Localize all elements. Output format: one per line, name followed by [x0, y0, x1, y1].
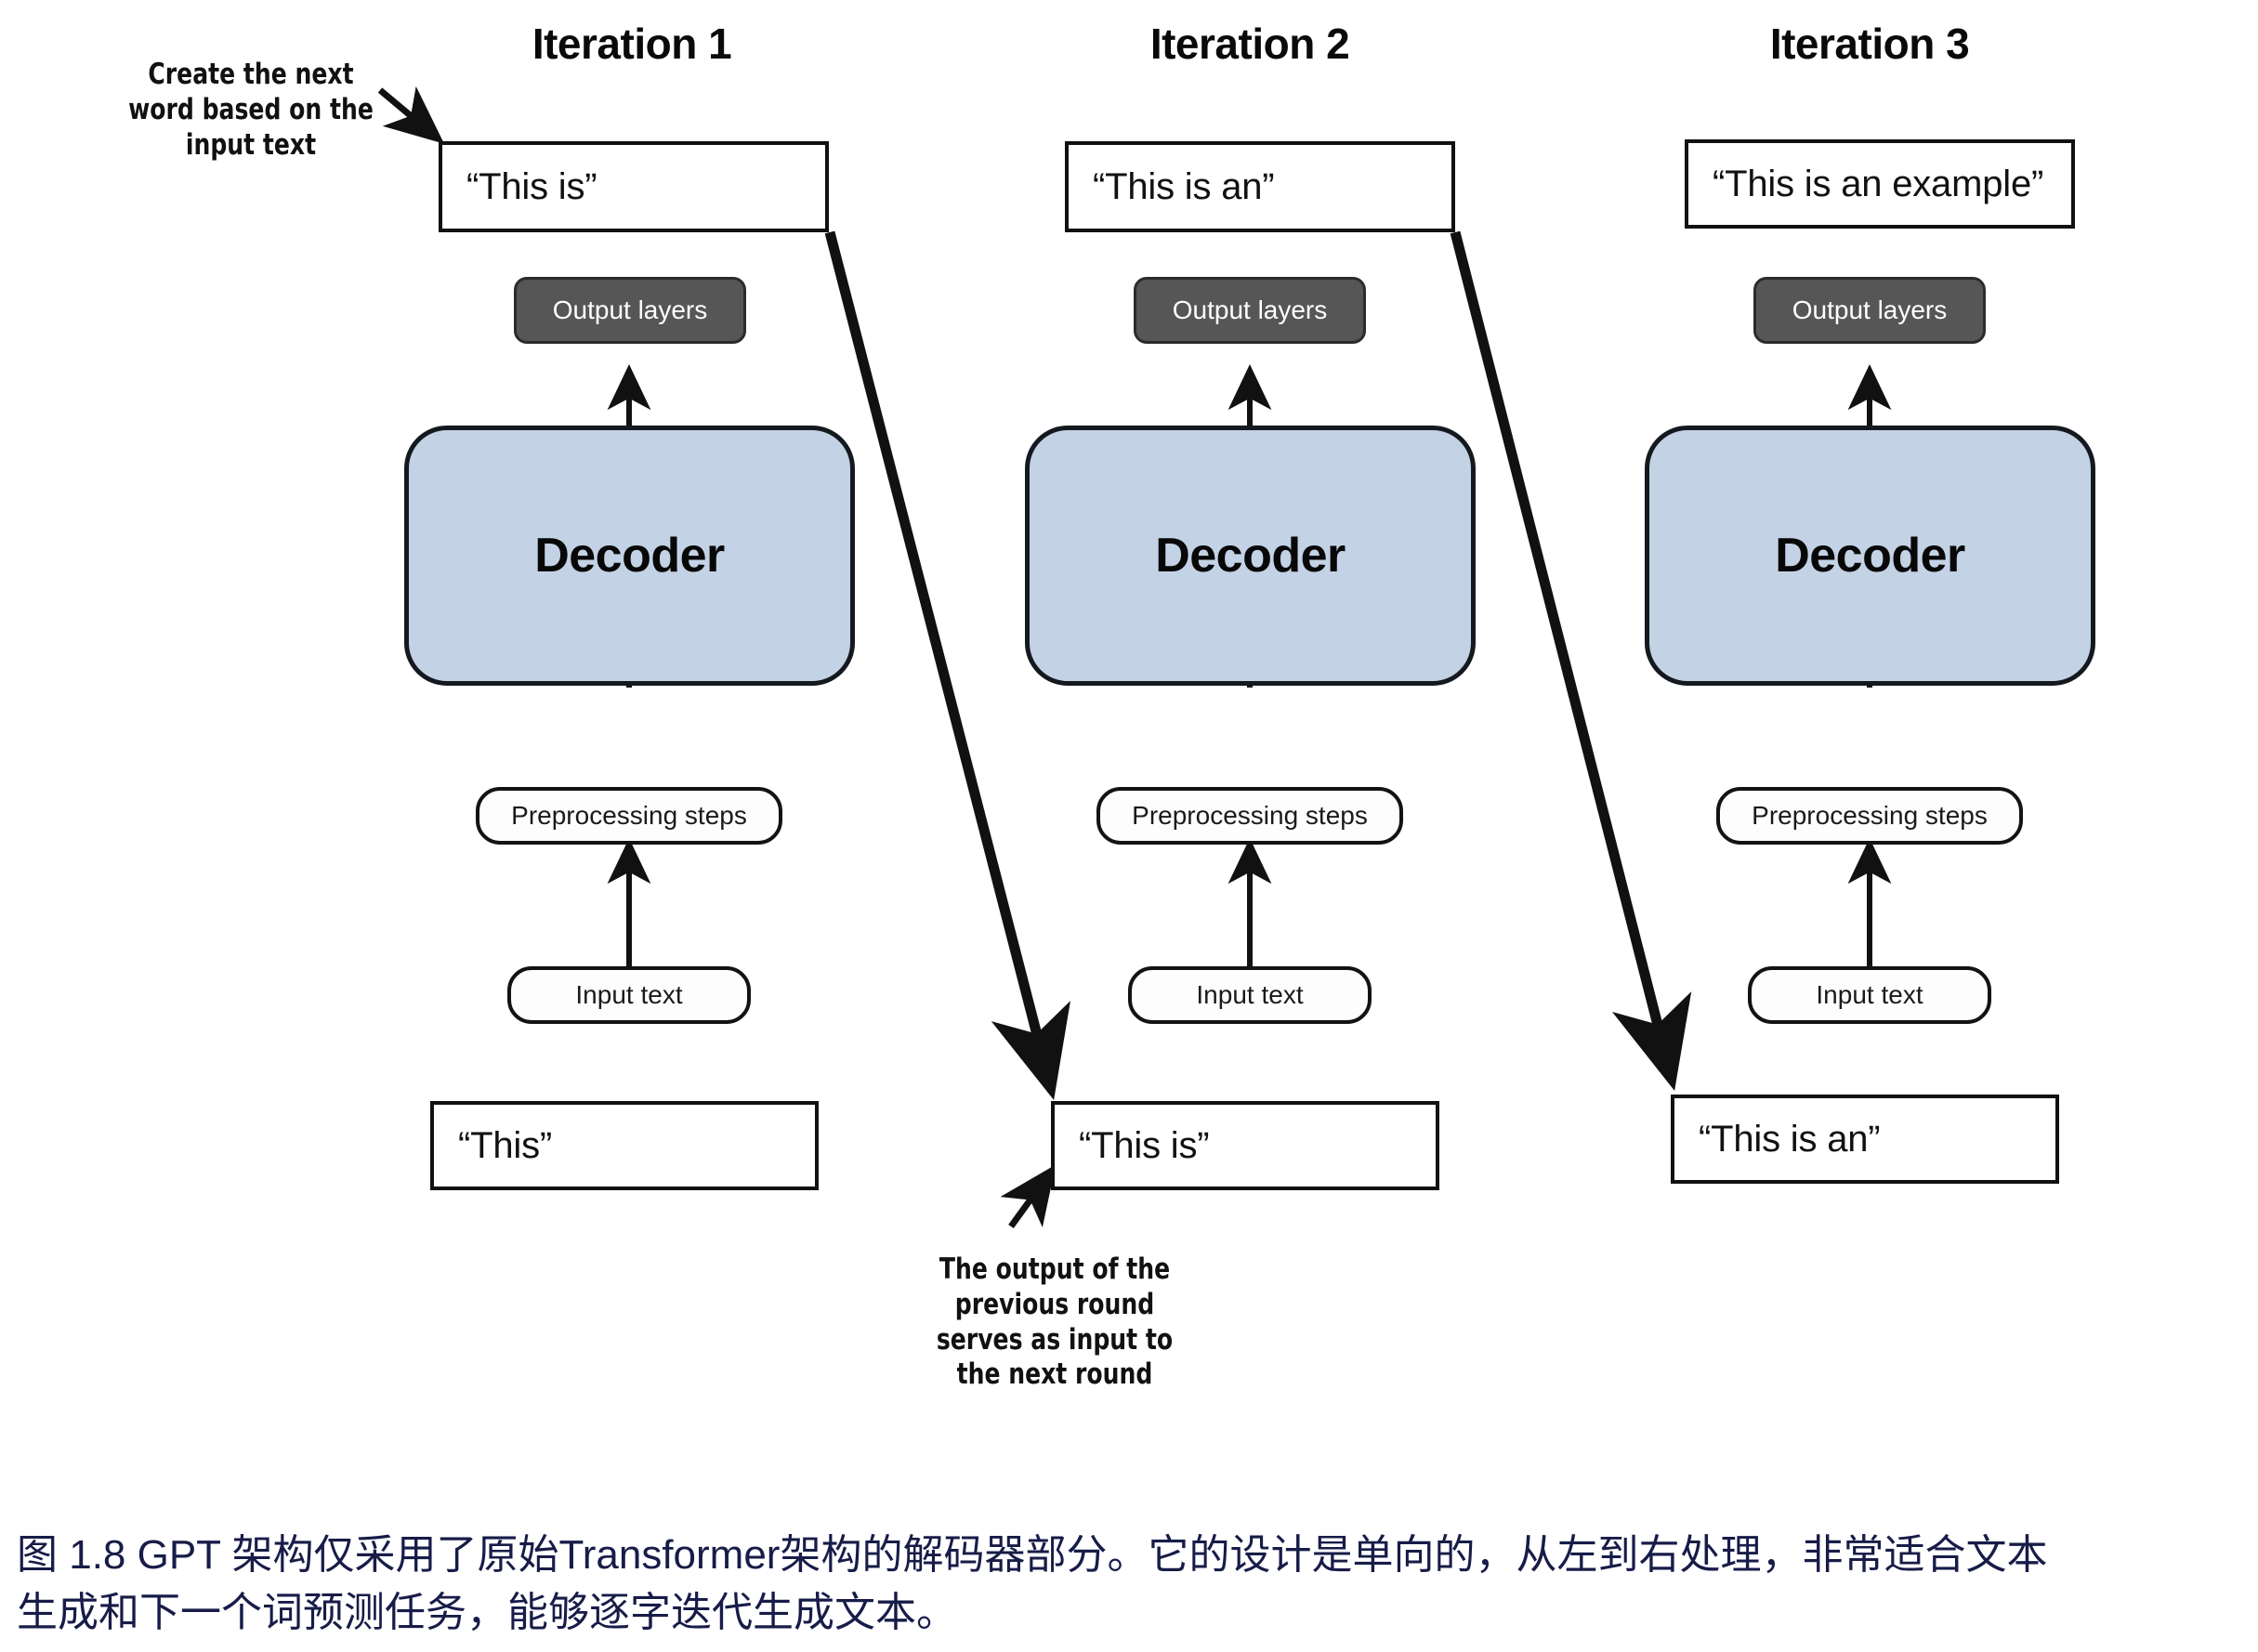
preprocessing-steps-label-3: Preprocessing steps — [1752, 801, 1988, 830]
figure-caption-line-1: 图 1.8 GPT 架构仅采用了原始Transformer架构的解码器部分。它的… — [17, 1532, 2048, 1578]
input-text-pill-iteration-3: Input text — [1748, 966, 1991, 1024]
decoder-label-2: Decoder — [1155, 529, 1346, 583]
decoder-box-iteration-1: Decoder — [404, 426, 855, 686]
decoder-label-3: Decoder — [1775, 529, 1965, 583]
output-layers-box-iteration-1: Output layers — [514, 277, 746, 344]
input-text-value-3: “This is an” — [1699, 1118, 1881, 1160]
output-text-value-1: “This is” — [466, 165, 597, 207]
annotation-bottom-line-2: previous round — [954, 1287, 1155, 1321]
figure-caption-line-2: 生成和下一个词预测任务，能够逐字迭代生成文本。 — [17, 1590, 957, 1636]
decoder-box-iteration-2: Decoder — [1025, 426, 1476, 686]
output-layers-label-1: Output layers — [552, 295, 708, 324]
preprocessing-steps-label-1: Preprocessing steps — [511, 801, 747, 830]
column-title-iteration-1: Iteration 1 — [532, 20, 732, 68]
input-text-label-1: Input text — [575, 980, 683, 1009]
annotation-output-serves-as-input: The output of the previous round serves … — [929, 1252, 1180, 1393]
decoder-label-1: Decoder — [534, 529, 725, 583]
input-text-label-3: Input text — [1816, 980, 1923, 1009]
preprocessing-steps-pill-iteration-1: Preprocessing steps — [476, 787, 782, 845]
input-text-value-1: “This” — [458, 1124, 553, 1166]
annotation-top-line-1: Create the next — [148, 58, 354, 91]
column-title-iteration-3: Iteration 3 — [1769, 20, 1970, 68]
preprocessing-steps-label-2: Preprocessing steps — [1132, 801, 1368, 830]
annotation-arrow-bottom — [1000, 1164, 1057, 1229]
output-layers-box-iteration-2: Output layers — [1134, 277, 1366, 344]
carry-arrow-2-to-3 — [1450, 230, 1692, 1091]
annotation-bottom-line-1: The output of the — [939, 1252, 1171, 1286]
annotation-create-next-word: Create the next word based on the input … — [125, 58, 376, 163]
output-text-box-iteration-3: “This is an example” — [1685, 139, 2075, 229]
annotation-top-line-2: word based on the — [128, 92, 374, 126]
output-text-value-3: “This is an example” — [1713, 163, 2044, 204]
preprocessing-steps-pill-iteration-3: Preprocessing steps — [1716, 787, 2023, 845]
input-text-pill-iteration-2: Input text — [1128, 966, 1372, 1024]
input-text-label-2: Input text — [1196, 980, 1304, 1009]
input-text-pill-iteration-1: Input text — [507, 966, 751, 1024]
output-layers-label-3: Output layers — [1792, 295, 1948, 324]
output-text-value-2: “This is an” — [1093, 165, 1275, 207]
output-layers-label-2: Output layers — [1172, 295, 1328, 324]
output-text-box-iteration-1: “This is” — [439, 141, 829, 232]
carry-arrow-1-to-2 — [824, 230, 1070, 1100]
annotation-arrow-top — [377, 85, 445, 144]
decoder-box-iteration-3: Decoder — [1645, 426, 2095, 686]
figure-caption: 图 1.8 GPT 架构仅采用了原始Transformer架构的解码器部分。它的… — [17, 1527, 2247, 1643]
preprocessing-steps-pill-iteration-2: Preprocessing steps — [1096, 787, 1403, 845]
annotation-bottom-line-4: the next round — [956, 1357, 1153, 1392]
annotation-top-line-3: input text — [185, 127, 317, 162]
input-text-box-iteration-3: “This is an” — [1671, 1095, 2059, 1184]
output-layers-box-iteration-3: Output layers — [1753, 277, 1986, 344]
input-text-value-2: “This is” — [1079, 1124, 1210, 1166]
input-text-box-iteration-2: “This is” — [1051, 1101, 1439, 1190]
column-title-iteration-2: Iteration 2 — [1149, 20, 1350, 68]
input-text-box-iteration-1: “This” — [430, 1101, 819, 1190]
annotation-bottom-line-3: serves as input to — [936, 1322, 1174, 1357]
output-text-box-iteration-2: “This is an” — [1065, 141, 1455, 232]
